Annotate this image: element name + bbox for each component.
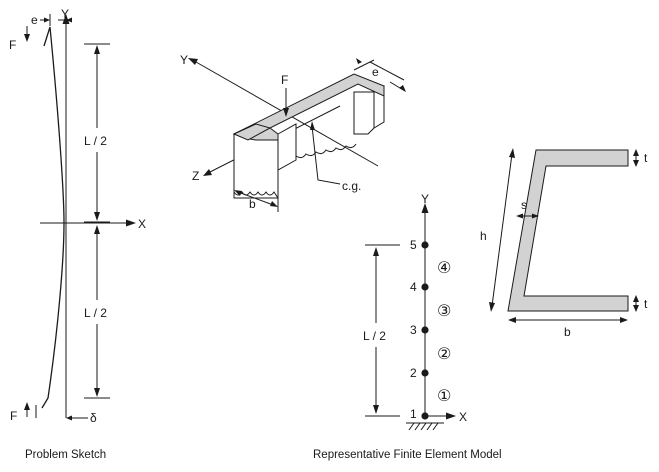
beam-e-ext-line-b: [353, 59, 375, 71]
fe-x-axis-arrowhead: [446, 412, 456, 420]
fe-node-1: [421, 412, 429, 420]
height-label: h: [480, 229, 487, 243]
beam-z-axis-arrowhead: [203, 169, 212, 176]
channel-cross-section: t t h s b: [480, 148, 648, 339]
lower-dim-arrowhead-bottom: [94, 388, 100, 397]
fe-node-label-1: 1: [410, 407, 417, 421]
beam-e-dim-tick: [389, 81, 406, 92]
top-force-arrowhead: [24, 34, 30, 42]
fe-x-label: X: [459, 410, 467, 424]
bottom-thickness-arrowhead-up: [633, 295, 639, 302]
bottom-force-arrowhead: [24, 402, 30, 410]
web-thickness-arrowhead-right: [532, 213, 539, 219]
fe-element-label-4: ④: [437, 260, 451, 277]
eccentricity-label: e: [31, 13, 38, 27]
top-thickness-arrowhead-down: [633, 160, 639, 167]
section-width-label: b: [564, 325, 571, 339]
fe-node-3: [421, 326, 429, 334]
back-web-face: [353, 91, 375, 135]
fe-model-caption: Representative Finite Element Model: [313, 449, 502, 461]
beam-z-label: Z: [192, 169, 199, 183]
channel-section-shape: [507, 149, 629, 312]
web-thickness-label: s: [521, 198, 527, 212]
height-arrowhead-bottom: [489, 302, 495, 312]
fe-y-axis-arrowhead: [421, 203, 429, 213]
problem-sketch: Y X F e L / 2 L / 2: [9, 7, 146, 461]
fe-element-label-2: ②: [437, 346, 451, 363]
cg-label: c.g.: [342, 179, 361, 193]
beam-b-arrowhead-right: [270, 201, 278, 207]
beam-y-label: Y: [180, 53, 188, 67]
fe-half-length-label: L / 2: [363, 329, 386, 343]
section-width-arrowhead-left: [508, 317, 516, 323]
sketch-x-label: X: [138, 217, 146, 231]
upper-dim-arrowhead-bottom: [94, 212, 100, 221]
height-arrowhead-top: [509, 148, 515, 158]
channel-beam-3d: Y Z F e b c.: [180, 53, 406, 212]
fe-node-2: [421, 369, 429, 377]
deflection-label: δ: [90, 411, 97, 425]
beam-b-label: b: [249, 197, 256, 211]
fe-node-5: [421, 241, 429, 249]
front-cut-edge: [233, 191, 279, 199]
deflected-beam-curve: [41, 26, 65, 409]
beam-e-ext-line-a: [369, 61, 405, 81]
beam-force-label: F: [281, 73, 288, 87]
bottom-thickness-arrowhead-down: [633, 305, 639, 312]
fe-node-label-5: 5: [410, 238, 417, 252]
fe-node-label-4: 4: [410, 280, 417, 294]
bottom-force-label: F: [10, 409, 17, 423]
fe-y-label: Y: [421, 192, 429, 206]
section-width-arrowhead-right: [620, 317, 628, 323]
front-web-face: [233, 133, 279, 199]
deflection-arrowhead: [66, 415, 72, 421]
back-cut-edge: [295, 143, 357, 159]
lower-half-length-label: L / 2: [84, 306, 107, 320]
lower-dim-arrowhead-top: [94, 225, 100, 234]
eccentricity-arrowhead-left: [44, 17, 50, 23]
fe-model: Y X 1 2 3 4 5 ① ② ③ ④ L / 2 Representati…: [313, 192, 502, 461]
fe-element-label-1: ①: [437, 388, 451, 405]
fe-node-label-3: 3: [410, 323, 417, 337]
upper-half-length-label: L / 2: [84, 134, 107, 148]
beam-force-arrowhead: [283, 108, 289, 117]
top-flange-front-corner: [232, 123, 272, 141]
beam-y-axis-arrowhead: [188, 58, 198, 65]
beam-e-label: e: [372, 65, 379, 79]
fe-dim-arrowhead-bottom: [373, 405, 379, 414]
cg-leader-arrowhead: [310, 121, 315, 130]
fe-node-4: [421, 283, 429, 291]
web-thickness-arrowhead-left: [516, 213, 523, 219]
beam-b-arrowhead-left: [234, 190, 242, 196]
sketch-y-label: Y: [61, 7, 69, 21]
beam-e-arrowhead-left: [356, 58, 362, 64]
top-force-label: F: [9, 38, 16, 52]
beam-b-dim-line: [237, 191, 277, 207]
problem-sketch-caption: Problem Sketch: [25, 449, 106, 461]
cg-leader-line: [311, 125, 341, 185]
upper-dim-arrowhead-top: [94, 45, 100, 54]
fe-dim-arrowhead-top: [373, 247, 379, 256]
height-dim-line: [491, 153, 513, 307]
sketch-x-axis-arrowhead: [126, 219, 136, 227]
front-web-side: [277, 123, 297, 171]
eccentricity-arrowhead-right: [66, 17, 72, 23]
top-thickness-arrowhead-up: [633, 149, 639, 156]
fixed-support-hatch: [408, 422, 439, 431]
fe-node-label-2: 2: [410, 366, 417, 380]
fe-element-label-3: ③: [437, 303, 451, 320]
bottom-thickness-label: t: [644, 297, 648, 311]
sketch-y-axis-arrowhead: [62, 14, 70, 24]
top-thickness-label: t: [644, 151, 648, 165]
